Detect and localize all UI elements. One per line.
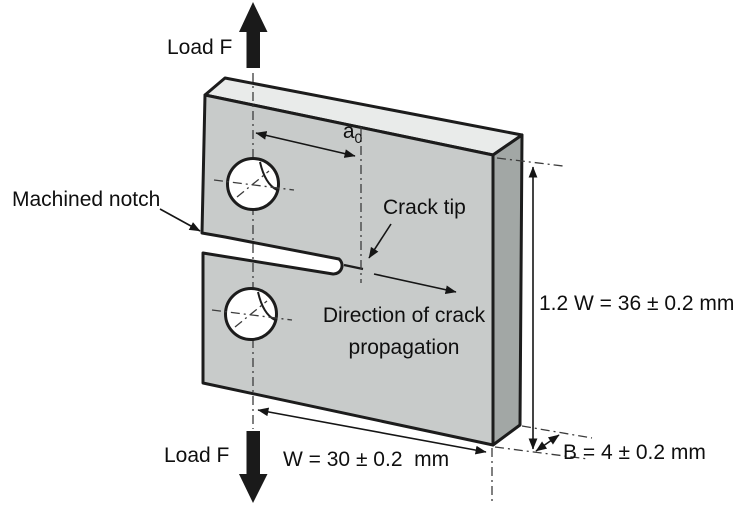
- load-arrow-down-icon: [239, 431, 268, 503]
- crack-line: [343, 263, 364, 271]
- thickness-extension-line-front: [494, 446, 589, 460]
- pin-hole-top-crosshair: [213, 179, 295, 191]
- load-top-label: Load F: [167, 36, 232, 59]
- thickness-extension-line-back: [521, 425, 593, 439]
- thickness-dimension-label: B = 4 ± 0.2 mm: [563, 441, 706, 464]
- load-arrow-up-icon: [239, 2, 268, 68]
- crack-propagation-arrow: [373, 273, 457, 295]
- crack-direction-label-line2: propagation: [349, 336, 460, 359]
- machined-notch-label: Machined notch: [12, 188, 160, 211]
- height-extension-line-top: [496, 157, 564, 167]
- a0-dimension-arrow: [255, 131, 356, 158]
- pin-hole-bottom-axis: [234, 300, 268, 328]
- height-dimension-label: 1.2 W = 36 ± 0.2 mm: [539, 292, 734, 315]
- load-bottom-label: Load F: [164, 444, 229, 467]
- pin-hole-top-bore-edge: [259, 161, 278, 191]
- pin-hole-top-axis: [236, 170, 270, 198]
- width-dimension-label: W = 30 ± 0.2 mm: [283, 448, 449, 471]
- initial-crack-length-label: a0: [302, 120, 392, 148]
- specimen-side-face: [491, 133, 524, 447]
- thickness-dimension-arrow: [535, 434, 560, 452]
- machined-notch-leader-arrow: [159, 208, 201, 232]
- specimen-front-face: [200, 93, 495, 447]
- width-dimension-arrow: [257, 407, 487, 455]
- crack-tip-leader-arrow: [368, 223, 392, 259]
- crack-direction-label-line1: Direction of crack: [323, 304, 486, 327]
- pin-hole-bottom-crosshair: [211, 309, 293, 321]
- pin-hole-bottom-bore-edge: [257, 291, 276, 321]
- crack-tip-label: Crack tip: [383, 196, 466, 219]
